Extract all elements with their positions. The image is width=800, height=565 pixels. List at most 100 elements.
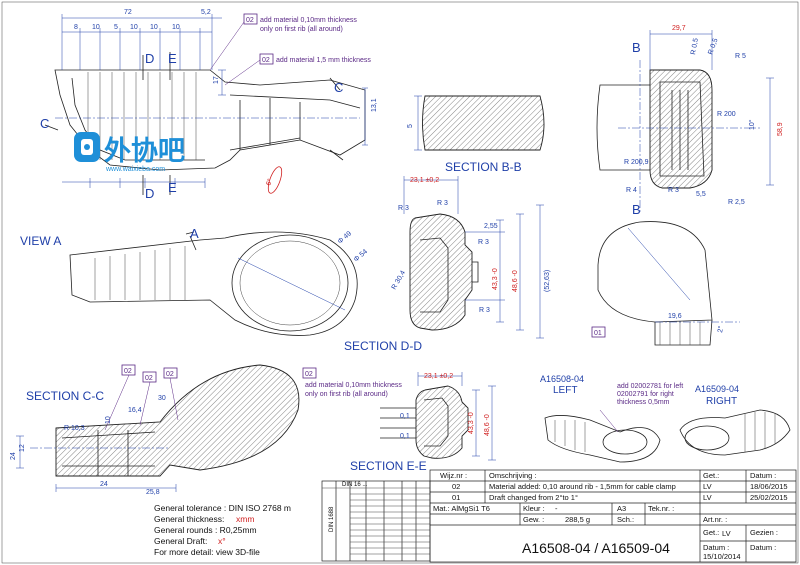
note-4-line-3: thickness 0,5mm [617,399,670,406]
general-thickness-value: xmm [236,514,254,524]
general-thickness-label: General thickness: [154,514,224,524]
section-bb-label: SECTION B-B [445,160,522,174]
tb-tek-label: Tek.nr. : [648,504,674,513]
dim-10c: 10 [150,24,158,31]
note-tag-02-d [142,371,157,383]
tb-row-2-desc: Draft changed from 2°to 1° [489,493,578,502]
side-view-top-left [44,14,368,195]
tb-sch-label: Sch.: [617,515,634,524]
left-code: A16508-04 [540,374,584,384]
section-cc-label: SECTION C-C [26,389,104,403]
dim-10d: 10 [172,24,180,31]
dim-r05-a: R 0,5 [707,37,719,55]
dim-24-cc-side: 24 [10,452,17,460]
watermark-text: 外协吧 [104,136,185,166]
section-ee [380,385,469,459]
mark-d-top: D [145,51,154,66]
dim-5-2: 5,2 [201,9,211,16]
general-draft-label: General Draft: [154,536,207,546]
dim-r10-3: R 10,3 [64,425,85,432]
watermark-logo [74,132,100,162]
note-tag-02-e-text: 02 [166,371,174,378]
tb-drawing-number: A16508-04 / A16509-04 [522,540,670,556]
dim-23-1-ee: 23,1 ±0,2 [424,373,453,380]
mark-d-bottom: D [145,186,154,201]
dim-phi-54: Φ 54 [353,248,369,263]
tb-get-label: Get.: [703,528,719,537]
note-4-line-1: add 02002781 for left [617,383,683,390]
tb-datum2-label: Datum : [750,543,776,552]
tb-row-2-date: 25/02/2015 [750,493,788,502]
tb-gezien-label: Gezien : [750,528,778,537]
tb-row-1-by: LV [703,482,712,491]
dim-r200-9: R 200,9 [624,159,649,166]
note-1-line-1: add material 0,10mm thickness [260,17,357,24]
dim-r2-5: R 2,5 [728,199,745,206]
dim-24: 24 [100,481,108,488]
dim-29-7: 29,7 [672,25,686,32]
tb-row-1-date: 18/06/2015 [750,482,788,491]
tb-datum-label: Datum : [703,543,729,552]
dim-30: 30 [158,395,166,402]
dim-r5: R 5 [735,53,746,60]
dim-bb-height: 5 [407,124,414,128]
dim-r30-4: R 30,4 [391,270,407,291]
dim-r3-dd-inner: R 3 [478,239,489,246]
section-bb-small [422,95,545,151]
arrow-a-label: A [190,226,199,241]
dim-23-1-dd: 23,1 ±0,2 [410,177,439,184]
dim-0-1-b: 0,1 [400,433,410,440]
dim-48-6-ee: 48,6 -0 [484,414,491,436]
tb-datum-header: Datum : [750,471,776,480]
dim-r200: R 200 [717,111,736,118]
general-detail: For more detail: view 3D-file [154,547,260,557]
tb-row-2-by: LV [703,493,712,502]
dim-25-8: 25,8 [146,489,160,496]
left-word: LEFT [553,385,577,396]
dim-8: 8 [74,24,78,31]
note-tag-02-c-text: 02 [124,368,132,375]
tb-gew-value: 288,5 g [565,515,590,524]
section-cc [30,364,300,477]
note-2-text: add material 1,5 mm thickness [276,57,371,64]
dim-12-cc: 12 [19,444,26,452]
watermark-url: www.waixieba.com [105,166,165,173]
dim-16-4: 16,4 [128,407,142,414]
section-dd-label: SECTION D-D [344,339,422,353]
dim-52-63: (52,63) [544,270,551,292]
dim-6-deg: 6° [264,177,274,186]
right-word: RIGHT [706,396,737,407]
dim-72: 72 [124,9,132,16]
dim-10-deg: 10° [748,119,756,130]
dim-17: 17 [213,76,220,84]
tb-datum-value: 15/10/2014 [703,552,741,561]
dim-r4: R 4 [626,187,637,194]
dim-43-3: 43,3 -0 [492,268,499,290]
dim-r3-dd-top: R 3 [437,200,448,207]
dim-10a: 10 [92,24,100,31]
dim-10b: 10 [130,24,138,31]
dim-5: 5 [114,24,118,31]
dim-13-1: 13,1 [371,98,378,112]
dim-58-9: 58,9 [777,122,784,136]
note-tag-02-b-text: 02 [262,57,270,64]
view-a-label: VIEW A [20,234,61,248]
mark-b-bottom: B [632,202,641,217]
note-3-line-1: add material 0,10mm thickness [305,382,402,389]
tolerance-table-header: DIN 16 ... [342,482,368,488]
dim-10-4: 10 [105,416,112,424]
note-1-line-2: only on first rib (all around) [260,26,343,33]
dim-5-5: 5,5 [696,191,706,198]
dim-0-1-a: 0,1 [400,413,410,420]
note-tag-01-text: 01 [594,330,602,337]
mark-e-bottom: E [168,180,177,195]
general-tolerance: General tolerance : DIN ISO 2768 m [154,503,291,513]
mark-c-left: C [40,116,49,131]
section-ee-label: SECTION E-E [350,459,427,473]
section-dd [409,213,479,331]
dim-r3-dd: R 3 [398,205,409,212]
note-tag-02-f [302,367,317,379]
note-tag-01 [591,326,606,338]
tb-material: Mat.: AlMgSi1 T6 [433,504,490,513]
